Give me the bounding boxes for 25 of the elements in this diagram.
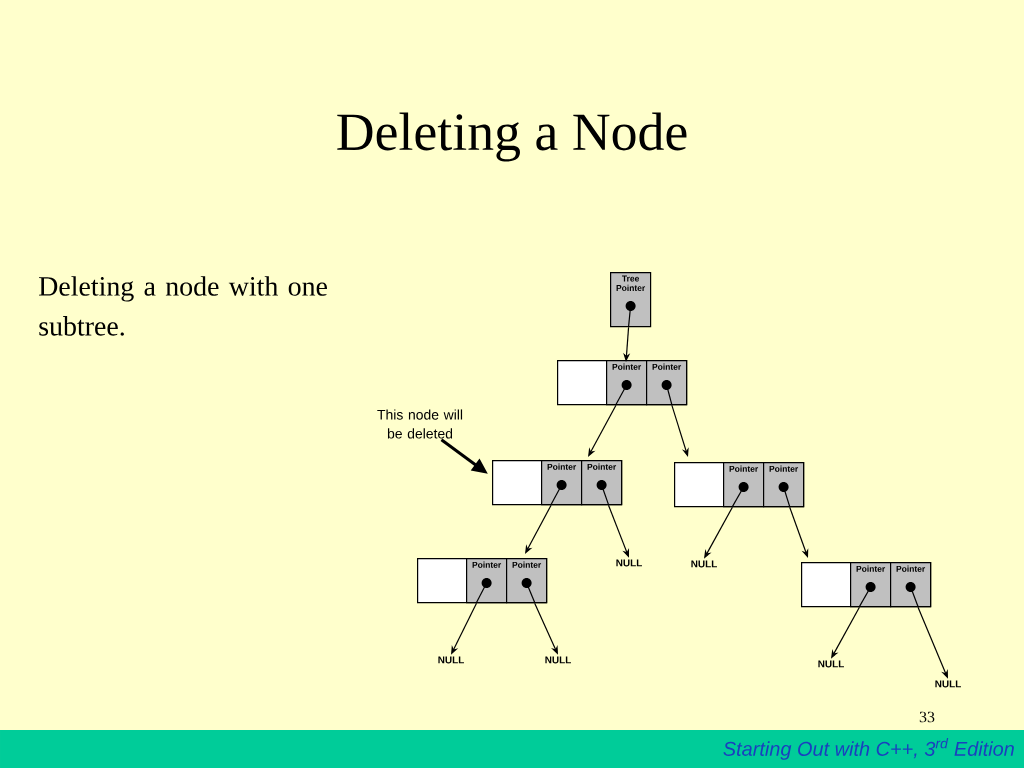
pointer-cell: Pointer — [541, 460, 583, 506]
pointer-cell: Pointer — [763, 462, 805, 508]
null-label: NULL — [545, 656, 571, 664]
pointer-cell: Pointer — [466, 558, 508, 604]
pointer-cell: Pointer — [506, 558, 548, 604]
pointer-cell: Pointer — [723, 462, 765, 508]
pointer-cell: Pointer — [646, 360, 688, 406]
null-label: NULL — [935, 680, 961, 688]
null-label: NULL — [691, 560, 717, 568]
pointer-cell: Pointer — [581, 460, 623, 506]
pointer-cell: Pointer — [850, 562, 892, 608]
null-label: NULL — [438, 656, 464, 664]
arrow — [525, 504, 552, 554]
tree-pointer-box: Tree Pointer — [610, 272, 652, 328]
body-text: Deleting a node with one subtree. — [39, 276, 327, 336]
footer-text: Starting Out with C++, 3$^{rd}$ Edition — [723, 738, 1014, 760]
pointer-cell: Pointer — [890, 562, 932, 608]
slide-title: Deleting a Node — [337, 112, 687, 162]
callout-text: This node will be deleted — [377, 409, 463, 439]
pointer-cell: Pointer — [606, 360, 648, 406]
null-label: NULL — [818, 660, 844, 668]
null-label: NULL — [616, 559, 642, 567]
arrow — [789, 506, 809, 558]
arrow — [588, 404, 617, 457]
page-number: 33 — [919, 711, 935, 723]
